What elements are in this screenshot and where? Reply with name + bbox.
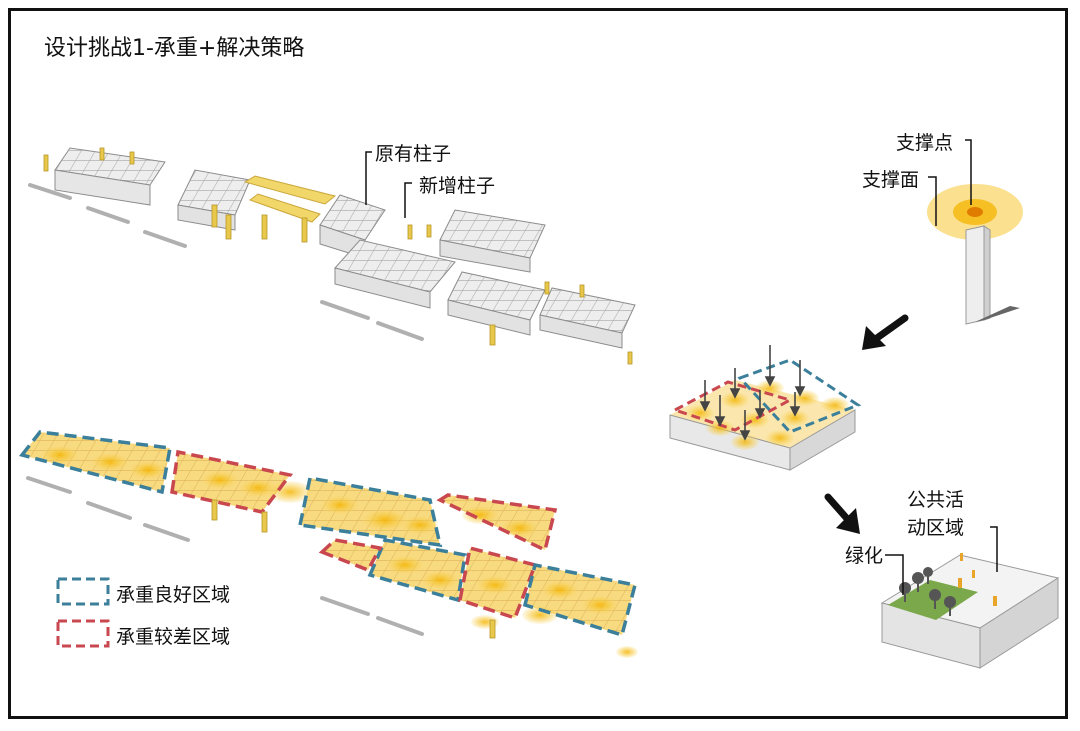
arrow-down-right-icon — [824, 493, 860, 534]
top-building-model — [28, 147, 636, 365]
label-support-point: 支撑点 — [896, 132, 954, 154]
ground-lines — [28, 183, 424, 341]
good-zone-4 — [522, 562, 638, 638]
label-public-area-2: 动区域 — [907, 517, 965, 539]
load-detail — [669, 345, 862, 471]
public-area-detail — [880, 526, 1060, 669]
legend-swatch-good — [56, 577, 110, 606]
good-zone-1 — [18, 430, 173, 495]
label-support-surface: 支撑面 — [862, 169, 920, 191]
good-zone-3 — [367, 538, 467, 603]
person-icon — [958, 553, 997, 606]
legend-label-good: 承重良好区域 — [116, 584, 231, 606]
label-original-columns: 原有柱子 — [375, 143, 452, 165]
new-column-markers — [43, 147, 633, 365]
tree-icon — [899, 567, 956, 616]
support-halos — [42, 446, 638, 658]
poor-zone-4 — [318, 538, 383, 573]
poor-zone-1 — [170, 449, 294, 514]
arrow-down-left-icon — [862, 314, 909, 350]
poor-zone-2 — [436, 493, 558, 553]
zone-map-model — [18, 430, 638, 658]
support-detail — [927, 139, 1023, 325]
legend-label-poor: 承重较差区域 — [116, 626, 231, 648]
legend-swatch-poor — [56, 619, 110, 648]
label-greenery: 绿化 — [845, 545, 884, 567]
load-arrow-icon — [699, 345, 806, 441]
good-zone-2 — [297, 475, 443, 548]
page-title: 设计挑战1-承重+解决策略 — [44, 36, 305, 61]
legend — [56, 577, 110, 648]
label-public-area-1: 公共活 — [907, 489, 965, 511]
label-new-columns: 新增柱子 — [419, 175, 496, 197]
